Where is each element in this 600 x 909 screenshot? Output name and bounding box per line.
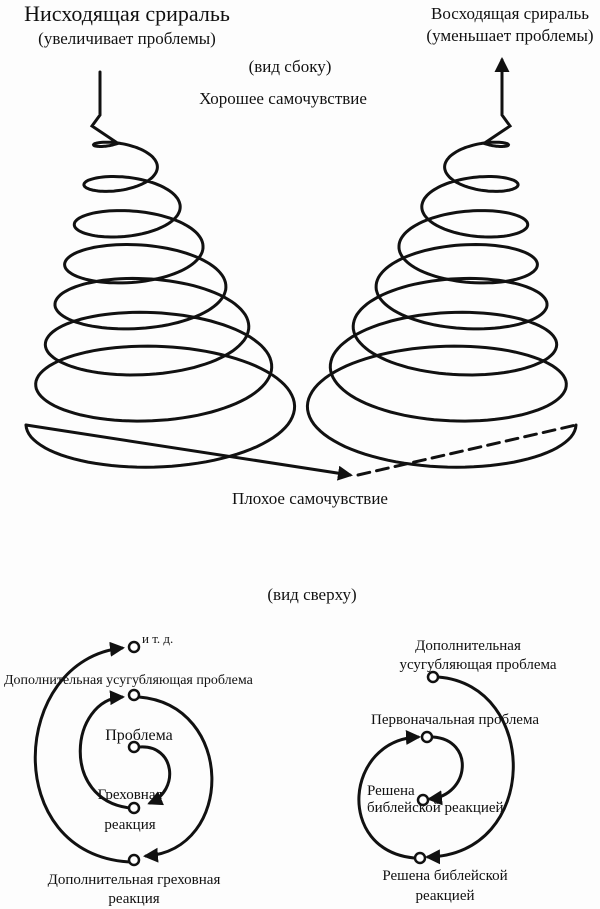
downward-arrow-line bbox=[24, 423, 353, 481]
label-aggravating-problem: Дополнительная усугубляющая проблема bbox=[4, 673, 254, 688]
top-view-label: (вид сверху) bbox=[267, 585, 356, 604]
initial-to-resolved-arc bbox=[427, 735, 464, 806]
label-etc: и т. д. bbox=[142, 631, 173, 646]
label-resolved-biblical: Решена библейской bbox=[382, 868, 507, 884]
aggravating-to-additional-sinful-arc bbox=[137, 695, 214, 863]
good-wellbeing-label: Хорошее самочувствие bbox=[199, 89, 367, 108]
bad-wellbeing-label: Плохое самочувствие bbox=[232, 489, 388, 508]
node-problem bbox=[127, 740, 141, 754]
node-resolved-outer bbox=[413, 851, 427, 865]
aggravating-to-resolved-arc bbox=[425, 675, 515, 865]
left-top-view-spiral: и т. д. Дополнительная усугубляющая проб… bbox=[4, 631, 254, 907]
label-additional-sinful-reaction: реакция bbox=[108, 891, 159, 907]
additional-sinful-to-etc-arc bbox=[33, 641, 132, 864]
node-etc bbox=[127, 640, 141, 654]
sinful-to-aggravating-arc bbox=[78, 690, 132, 810]
label-aggravating-problem: усугубляющая проблема bbox=[399, 657, 556, 673]
dashed-transition-line bbox=[356, 423, 578, 477]
node-resolved-inner bbox=[416, 793, 430, 807]
label-sinful: Греховная bbox=[98, 787, 163, 803]
label-resolved: Решена bbox=[367, 783, 415, 799]
label-initial-problem: Первоначальная проблема bbox=[371, 712, 539, 728]
label-by-biblical-reaction: библейской реакцией bbox=[367, 800, 504, 816]
left-spiral-title: Нисходящая сриральь bbox=[24, 1, 230, 26]
side-view-label: (вид сбоку) bbox=[249, 57, 332, 76]
node-initial-problem bbox=[420, 730, 434, 744]
resolved-to-initial-arc bbox=[357, 730, 421, 860]
right-spiral-title: Восходящая сриральь bbox=[431, 4, 589, 23]
label-resolved-reaction: реакцией bbox=[415, 888, 474, 904]
node-aggravating-problem bbox=[426, 670, 440, 684]
problem-to-sinful-arc bbox=[138, 745, 172, 806]
descending-spiral bbox=[24, 70, 297, 469]
left-spiral-subtitle: (увеличивает проблемы) bbox=[38, 29, 216, 48]
label-problem: Проблема bbox=[105, 727, 173, 744]
label-additional-sinful: Дополнительная греховная bbox=[48, 872, 221, 888]
node-aggravating-problem bbox=[127, 688, 141, 702]
label-additional: Дополнительная bbox=[415, 638, 521, 654]
label-reaction: реакция bbox=[104, 817, 155, 833]
right-spiral-subtitle: (уменьшает проблемы) bbox=[426, 26, 593, 45]
ascending-spiral bbox=[305, 57, 578, 469]
node-additional-sinful-reaction bbox=[127, 853, 141, 867]
node-sinful-reaction bbox=[127, 801, 141, 815]
right-top-view-spiral: Дополнительная усугубляющая проблема Пер… bbox=[357, 638, 557, 904]
